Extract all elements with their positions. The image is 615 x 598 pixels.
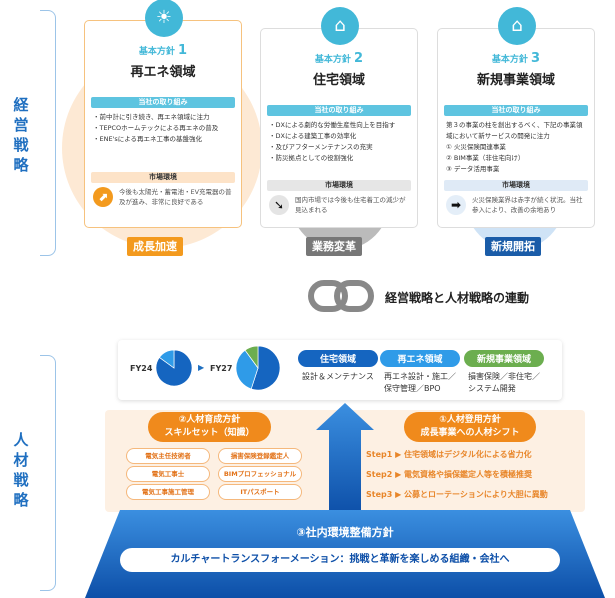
efforts-band: 当社の取り組み xyxy=(444,105,588,116)
up-arrow xyxy=(316,403,374,515)
house-icon: ⌂ xyxy=(321,7,359,45)
house-fire-icon: ⌂ xyxy=(498,7,536,45)
effort-item: ・防災拠点としての役割強化 xyxy=(269,154,354,162)
fy24-pie xyxy=(156,350,192,386)
effort-item: 第３の事業の柱を創出するべく、下記の事業領域において新サービスの開発に注力 xyxy=(446,121,583,140)
trend-arrow-icon: ⬈ xyxy=(93,187,113,207)
effort-item: ・TEPCOホームテックによる再エネの普及 xyxy=(93,124,219,132)
card-title: 新規事業領域 xyxy=(476,73,555,88)
link-text: 経営戦略と人材戦略の連動 xyxy=(385,291,530,305)
pie-slice xyxy=(158,350,175,369)
pie-slice xyxy=(244,346,259,370)
effort-item: ② BIM事業（非住宅向け） xyxy=(446,154,525,162)
strategy-label: 経営戦略 xyxy=(13,96,29,174)
skill-chip: 損害保険登録鑑定人 xyxy=(218,448,302,464)
hr-bracket xyxy=(40,355,56,591)
tag-growth: 成長加速 xyxy=(127,237,183,256)
domain-desc: 再エネ設計・施工／保守管理／BPO xyxy=(384,372,456,393)
strategy-bracket xyxy=(40,10,56,256)
hiring-step: Step1 ▶ 住宅領域はデジタル化による省力化 xyxy=(366,450,532,459)
market-text: 国内市場では今後も住宅着工の減少が見込まれる xyxy=(295,196,406,214)
market-text: 今後も太陽光・蓄電池・EV充電器の普及が進み、非常に良好である xyxy=(119,188,232,206)
domain-2: 再エネ領域 再エネ設計・施工／保守管理／BPO xyxy=(380,347,462,395)
efforts-list: 第３の事業の柱を創出するべく、下記の事業領域において新サービスの開発に注力 ① 火… xyxy=(446,120,588,175)
domain-desc: 損害保険／非住宅／システム開発 xyxy=(468,372,540,393)
efforts-band: 当社の取り組み xyxy=(267,105,411,116)
effort-item: ・前中計に引き続き、再エネ領域に注力 xyxy=(93,113,210,121)
effort-item: ・及びアフターメンテナンスの充実 xyxy=(269,143,373,151)
pie-slice xyxy=(236,349,259,390)
effort-item: ・DXによる劇的な労働生産性向上を目指す xyxy=(269,121,396,129)
skill-chip: 電気工事施工管理 xyxy=(126,484,210,500)
training-policy-title: ②人材育成方針スキルセット（知識） xyxy=(148,412,271,442)
hiring-policy-title: ①人材登用方針成長事業への人材シフト xyxy=(404,412,536,442)
fy27-pie xyxy=(236,346,280,390)
market-band: 市場環境 xyxy=(267,180,411,191)
card-title: 住宅領域 xyxy=(312,73,365,88)
market-band: 市場環境 xyxy=(91,172,235,183)
tag-pioneer: 新規開拓 xyxy=(485,237,541,256)
efforts-band: 当社の取り組み xyxy=(91,97,235,108)
portfolio-box: FY24 ▶ FY27 住宅領域 設計＆メンテナンス 再エネ領域 再エネ設計・施… xyxy=(118,340,562,400)
trend-arrow-icon: ➘ xyxy=(269,195,289,215)
hiring-step: Step2 ▶ 電気資格や損保鑑定人等を積極推奨 xyxy=(366,470,533,479)
policy-number: 基本方針 2 xyxy=(314,51,364,66)
tag-reform: 業務変革 xyxy=(306,237,362,256)
hr-label: 人材戦略 xyxy=(13,431,29,509)
hiring-step: Step3 ▶ 公募とローテーションにより大胆に異動 xyxy=(366,490,548,499)
efforts-list: ・前中計に引き続き、再エネ領域に注力・TEPCOホームテックによる再エネの普及・… xyxy=(93,112,235,145)
efforts-list: ・DXによる劇的な労働生産性向上を目指す・DXによる建築工事の効率化・及びアフタ… xyxy=(269,120,411,164)
skill-chip: 電気主任技術者 xyxy=(126,448,210,464)
domain-pill: 新規事業領域 xyxy=(464,350,544,367)
domain-pill: 住宅領域 xyxy=(298,350,378,367)
policy-card-2: ⌂ 基本方針 2 住宅領域 当社の取り組み ・DXによる劇的な労働生産性向上を目… xyxy=(260,7,418,228)
fy24-label: FY24 xyxy=(130,364,153,373)
link-icon xyxy=(308,280,374,312)
trend-arrow-icon: ➡ xyxy=(446,195,466,215)
skill-chip: 電気工事士 xyxy=(126,466,210,482)
domain-desc: 設計＆メンテナンス xyxy=(302,372,374,381)
skill-chip: BIMプロフェッショナル xyxy=(218,466,302,482)
policy-number: 基本方針 1 xyxy=(138,43,188,58)
skill-chip: ITパスポート xyxy=(218,484,302,500)
solar-panel-icon: ☀ xyxy=(145,0,183,37)
fy27-label: FY27 xyxy=(210,364,233,373)
policy-card-3: ⌂ 基本方針 3 新規事業領域 当社の取り組み 第３の事業の柱を創出するべく、下… xyxy=(437,7,595,228)
effort-item: ③ データ活用事業 xyxy=(446,165,500,173)
policy-card-1: ☀ 基本方針 1 再エネ領域 当社の取り組み ・前中計に引き続き、再エネ領域に注… xyxy=(84,0,242,228)
arrow-icon: ▶ xyxy=(198,363,205,372)
domain-3: 新規事業領域 損害保険／非住宅／システム開発 xyxy=(464,347,546,395)
pie-slice xyxy=(250,346,280,390)
card-title: 再エネ領域 xyxy=(130,65,196,80)
market-band: 市場環境 xyxy=(444,180,588,191)
market-text: 火災保険業界は赤字が続く状況。当社参入により、改善の余地あり xyxy=(472,196,583,214)
domain-pill: 再エネ領域 xyxy=(380,350,460,367)
effort-item: ・DXによる建築工事の効率化 xyxy=(269,132,357,140)
effort-item: ・ENE'sによる再エネ工事の基盤強化 xyxy=(93,135,203,143)
env-slogan: カルチャートランスフォーメーション：挑戦と革新を楽しめる組織・会社へ xyxy=(120,548,560,572)
env-title: ③社内環境整備方針 xyxy=(296,526,394,539)
effort-item: ① 火災保険関連事業 xyxy=(446,143,506,151)
policy-number: 基本方針 3 xyxy=(491,51,541,66)
domain-1: 住宅領域 設計＆メンテナンス xyxy=(298,347,380,383)
